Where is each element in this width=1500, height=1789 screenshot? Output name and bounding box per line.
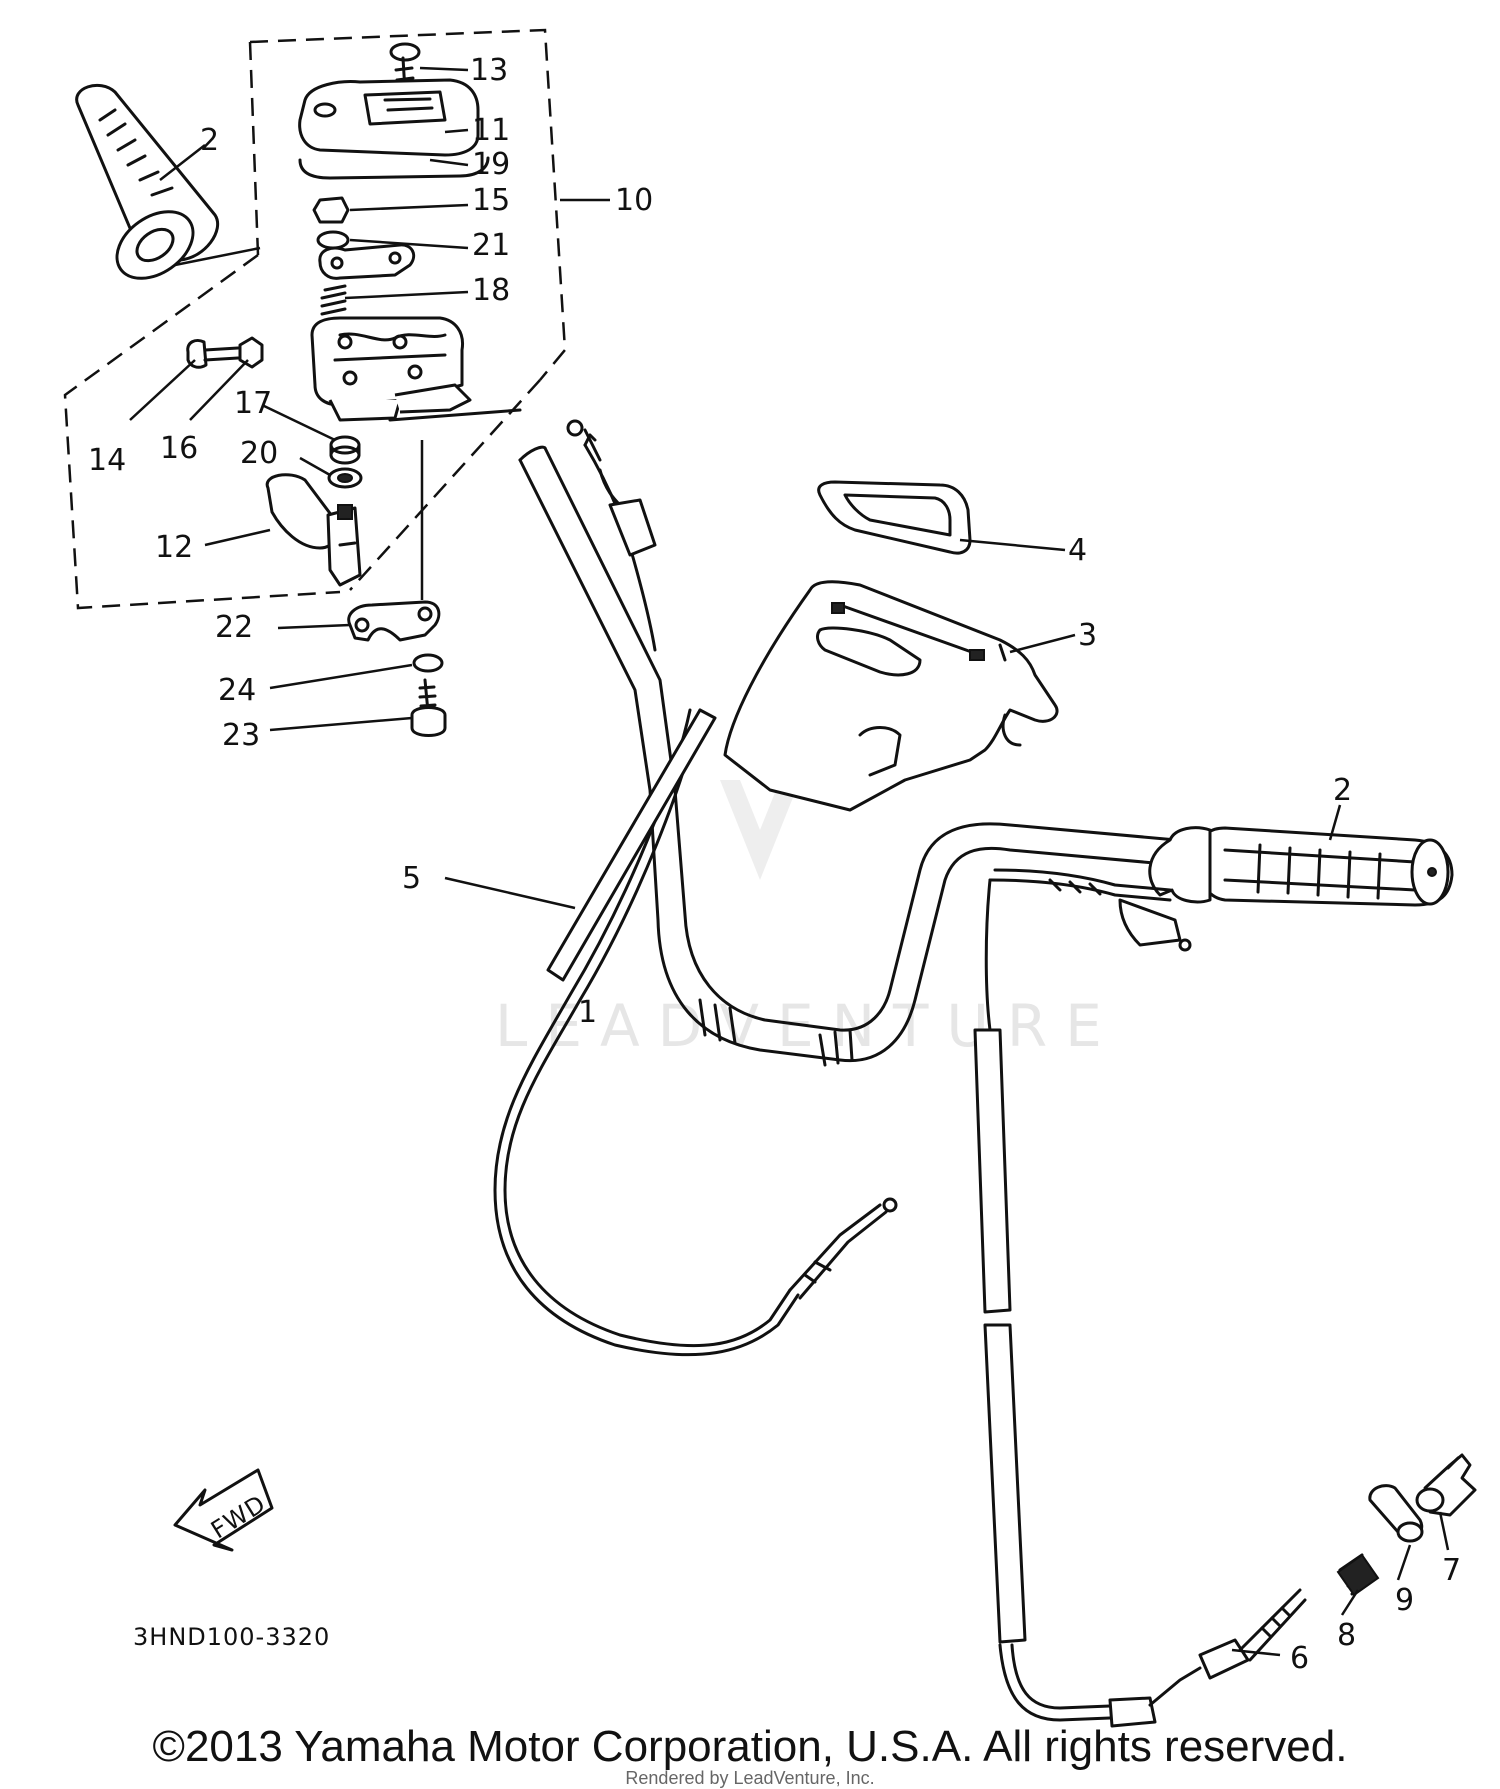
bolt-23 <box>410 678 447 737</box>
diagram-code: 3HND100-3320 <box>133 1623 330 1651</box>
lever-plate <box>318 243 416 280</box>
washer-21 <box>316 230 350 250</box>
callout-labels: 13 11 19 15 21 18 10 2 14 16 17 20 12 22… <box>88 53 1461 1676</box>
callout-leaders <box>129 66 1450 1657</box>
throttle-cable-5 <box>444 419 898 1357</box>
callout-20: 20 <box>240 436 278 471</box>
gasket-19 <box>298 156 490 180</box>
callout-24: 24 <box>218 673 256 708</box>
nut-16 <box>238 336 264 369</box>
nut-15 <box>312 196 350 224</box>
callout-6: 6 <box>1290 1641 1309 1676</box>
callout-12: 12 <box>155 530 193 565</box>
callout-21: 21 <box>472 228 510 263</box>
bolt-14 <box>186 338 240 369</box>
bushing-20 <box>327 467 363 489</box>
callout-18: 18 <box>472 273 510 308</box>
copyright-notice: ©2013 Yamaha Motor Corporation, U.S.A. A… <box>152 1722 1348 1771</box>
washer-24 <box>412 653 444 673</box>
callout-7: 7 <box>1442 1553 1461 1588</box>
callout-5: 5 <box>402 861 421 896</box>
callout-19: 19 <box>472 147 510 182</box>
adjuster-7 <box>1415 1453 1477 1517</box>
switch-cover-11 <box>298 78 480 157</box>
left-grip <box>75 83 261 280</box>
fwd-arrow: FWD <box>173 1468 274 1552</box>
switch-body <box>310 316 522 422</box>
callout-11: 11 <box>472 113 510 148</box>
meter-gasket-4 <box>817 480 972 555</box>
callout-14: 14 <box>88 443 126 478</box>
right-grip <box>988 826 1454 952</box>
callout-8: 8 <box>1337 1618 1356 1653</box>
callout-2-right: 2 <box>1333 773 1352 808</box>
callout-17: 17 <box>234 386 272 421</box>
rendered-by-note: Rendered by LeadVenture, Inc. <box>625 1768 875 1788</box>
handlebar-1 <box>518 445 1212 1067</box>
callout-2-left: 2 <box>200 123 219 158</box>
bushing-17 <box>329 435 361 465</box>
callout-16: 16 <box>160 431 198 466</box>
callout-15: 15 <box>472 183 510 218</box>
throttle-lever-12 <box>265 473 362 587</box>
callout-9: 9 <box>1395 1583 1414 1618</box>
callout-22: 22 <box>215 610 253 645</box>
switch-assembly-outline <box>63 28 567 610</box>
callout-1: 1 <box>578 995 597 1030</box>
callout-4: 4 <box>1068 533 1087 568</box>
clamp-22 <box>347 600 441 642</box>
adjuster-9 <box>1368 1484 1424 1543</box>
handlebar-cover-3 <box>723 580 1059 812</box>
callout-13: 13 <box>470 53 508 88</box>
callout-23: 23 <box>222 718 260 753</box>
callout-3: 3 <box>1078 618 1097 653</box>
spring-18 <box>320 284 347 316</box>
callout-10: 10 <box>615 183 653 218</box>
spring-8 <box>1336 1553 1380 1597</box>
